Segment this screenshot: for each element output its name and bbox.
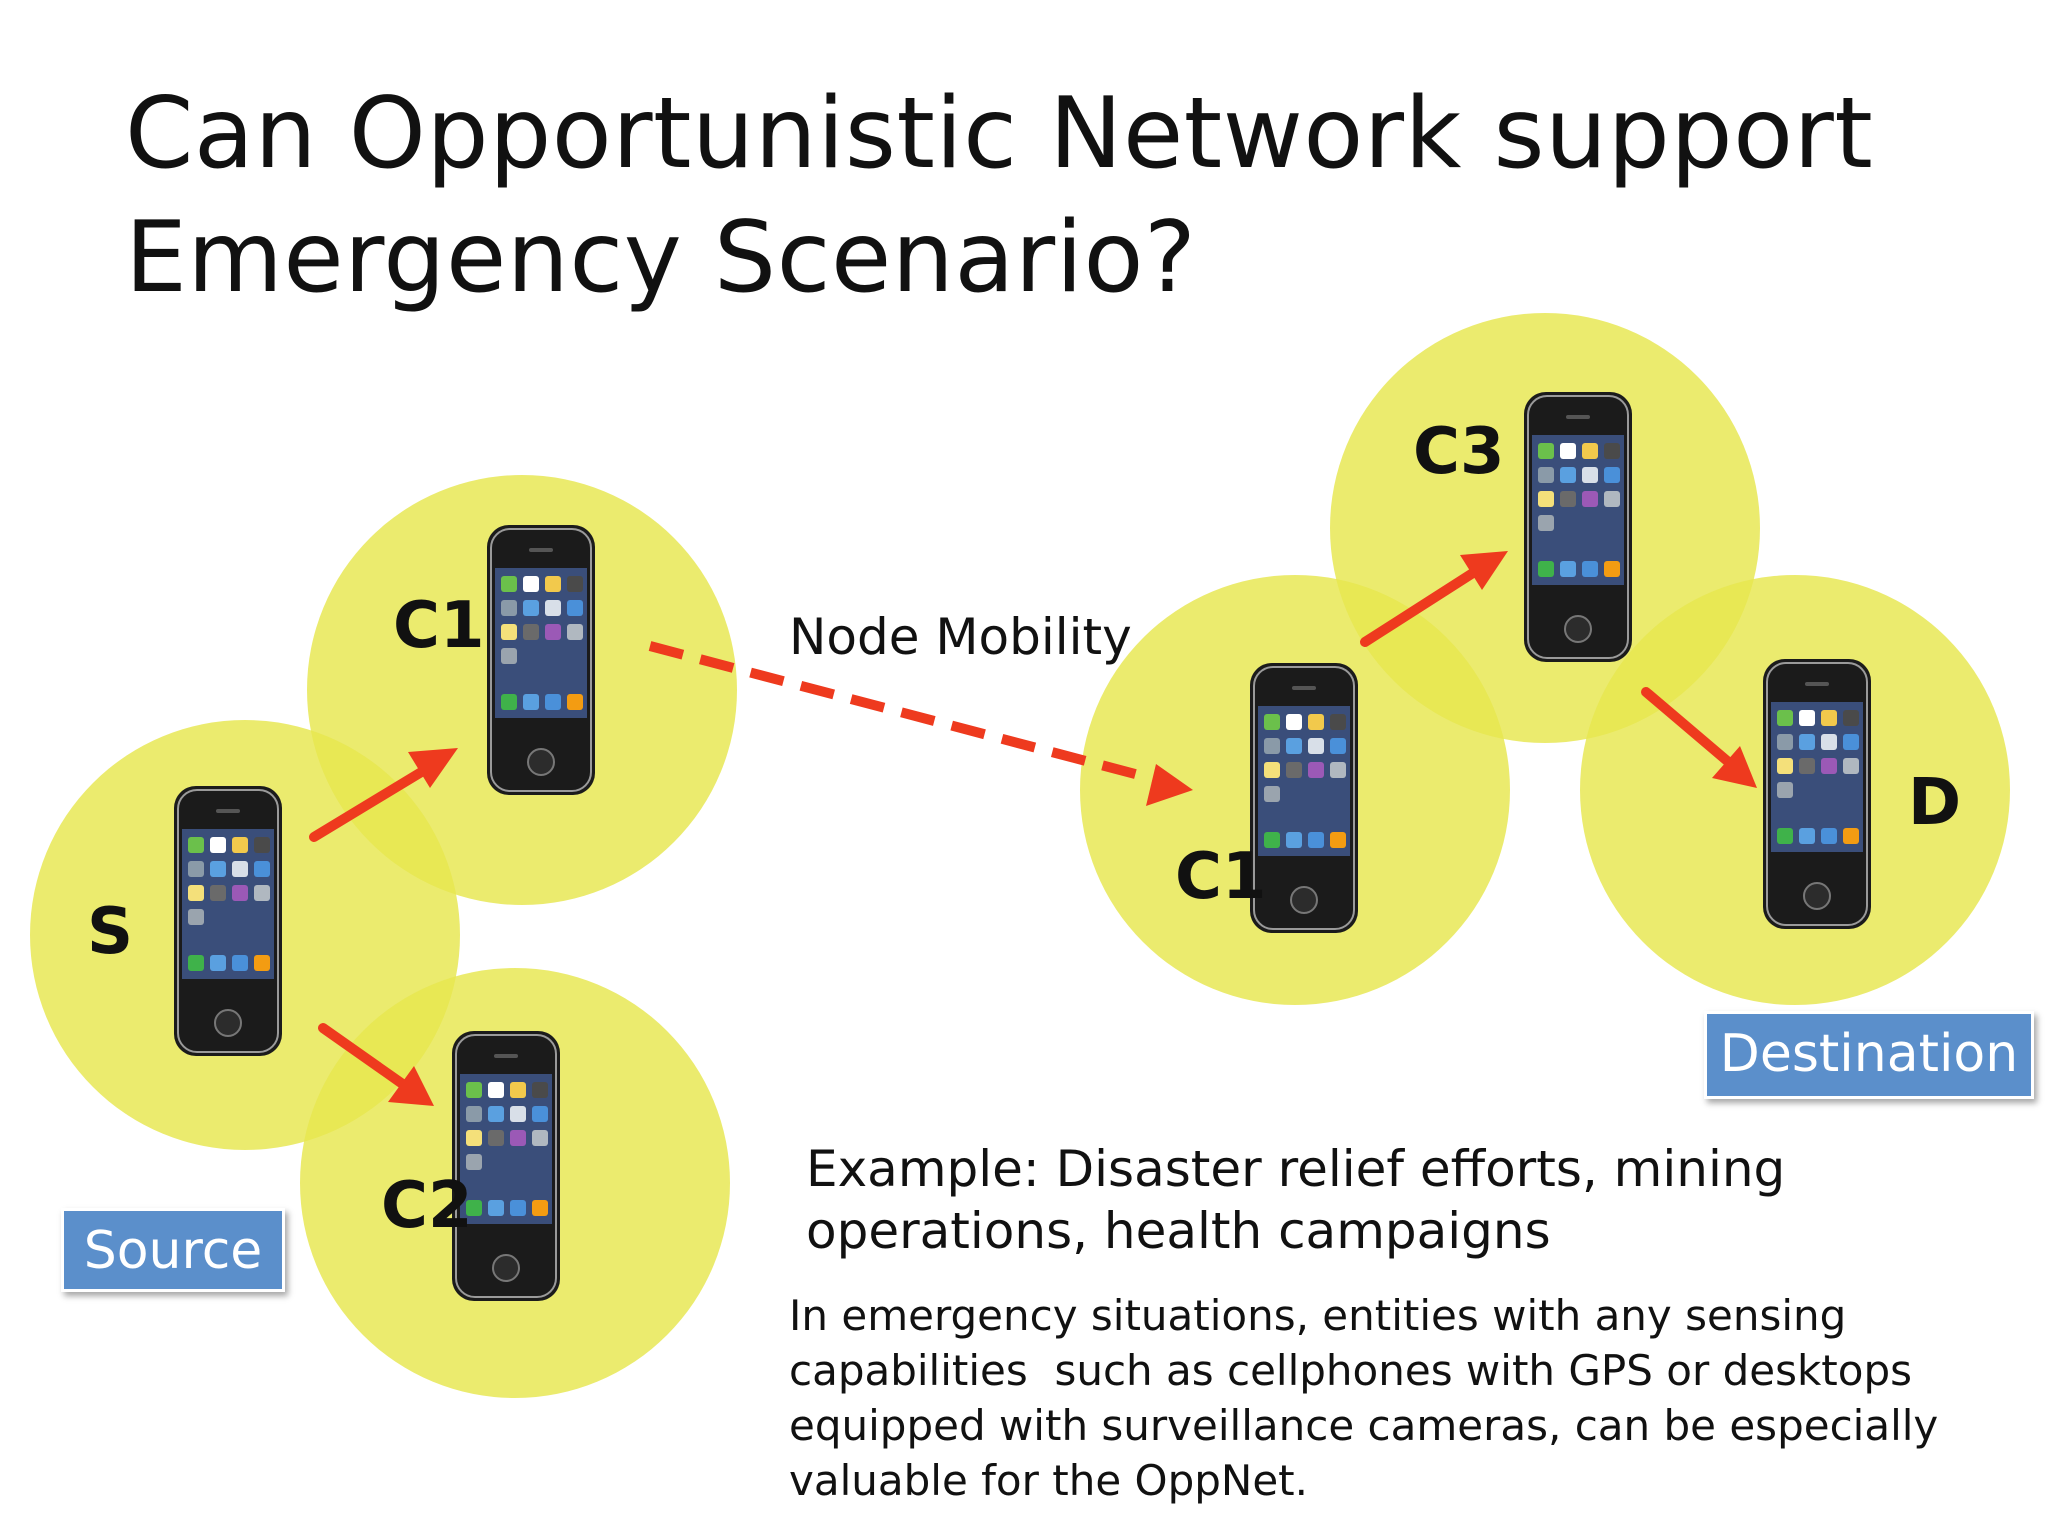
source-label: Source xyxy=(83,1221,263,1281)
arrow-s-to-c1 xyxy=(309,748,458,842)
example-line: Example: Disaster relief efforts, mining xyxy=(806,1140,1786,1198)
example-text: Example: Disaster relief efforts, mining… xyxy=(806,1138,2006,1262)
description-line: valuable for the OppNet. xyxy=(789,1456,1308,1505)
node-label-c1-right: C1 xyxy=(1175,840,1267,914)
smartphone-icon xyxy=(451,1030,561,1302)
node-label-c1-left: C1 xyxy=(393,589,485,663)
example-line: operations, health campaigns xyxy=(806,1202,1551,1260)
description-text: In emergency situations, entities with a… xyxy=(789,1288,2039,1508)
smartphone-icon xyxy=(1762,658,1872,930)
smartphone-icon xyxy=(1523,391,1633,663)
node-label-d: D xyxy=(1908,766,1961,840)
node-label-s: S xyxy=(87,895,133,969)
description-line: equipped with surveillance cameras, can … xyxy=(789,1401,1939,1450)
arrow-c1-to-c3 xyxy=(1360,551,1508,647)
title-line-2: Emergency Scenario? xyxy=(125,201,1197,315)
description-line: capabilities such as cellphones with GPS… xyxy=(789,1346,1912,1395)
title-line-1: Can Opportunistic Network support xyxy=(125,77,1874,191)
smartphone-icon xyxy=(173,785,283,1057)
mobility-arrow xyxy=(648,641,1193,806)
destination-label: Destination xyxy=(1719,1024,2019,1084)
node-mobility-label: Node Mobility xyxy=(789,608,1132,666)
smartphone-icon xyxy=(486,524,596,796)
arrow-s-to-c2 xyxy=(318,1023,434,1106)
node-label-c3: C3 xyxy=(1413,415,1505,489)
destination-box: Destination xyxy=(1704,1011,2034,1099)
source-box: Source xyxy=(61,1208,285,1292)
slide-title: Can Opportunistic Network support Emerge… xyxy=(125,72,2005,320)
description-line: In emergency situations, entities with a… xyxy=(789,1291,1847,1340)
arrow-c3-to-d xyxy=(1641,687,1757,788)
node-label-c2: C2 xyxy=(381,1169,473,1243)
